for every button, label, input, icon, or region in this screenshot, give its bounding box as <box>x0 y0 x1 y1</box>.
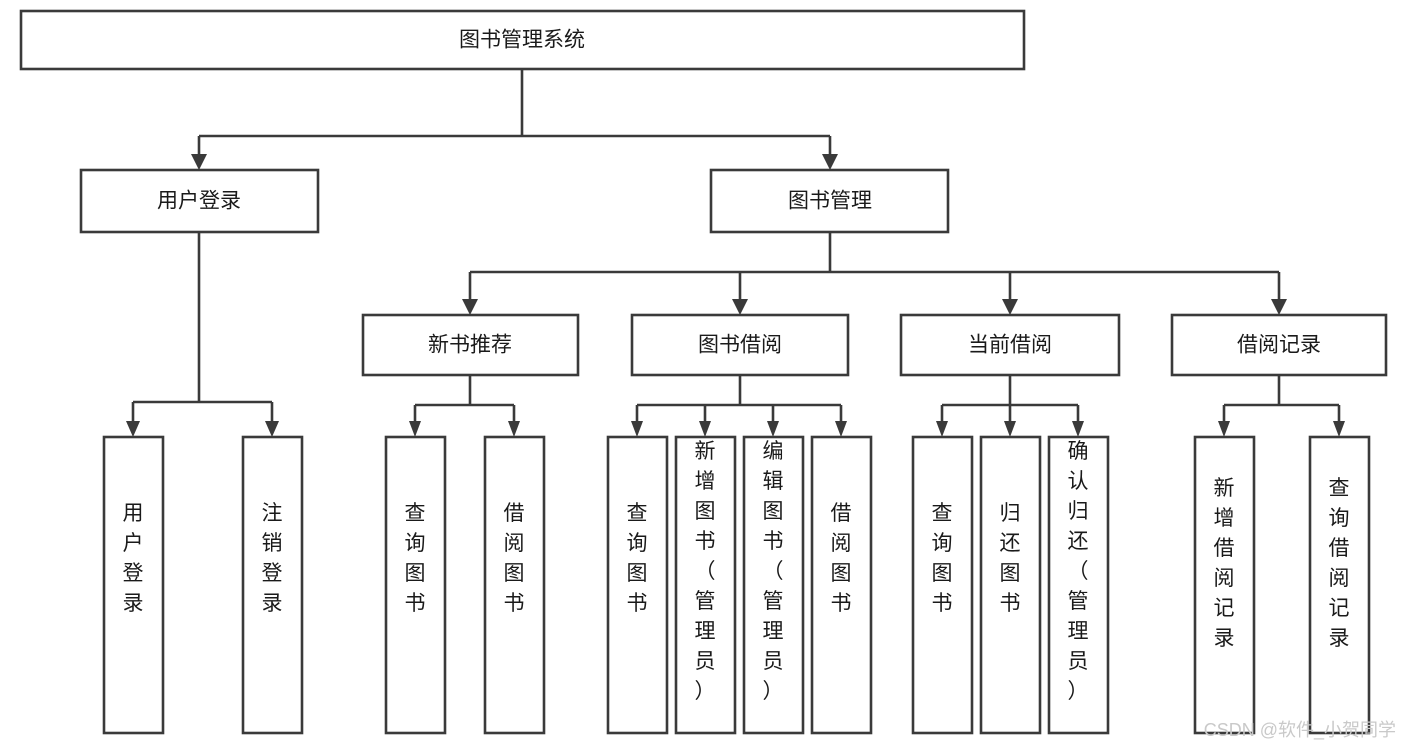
borrow-record-box[interactable] <box>1170 313 1388 377</box>
user-login-label: 用户登录 <box>157 190 241 213</box>
current-borrow-label: 当前借阅 <box>968 334 1052 357</box>
book-borrow-box[interactable] <box>630 313 850 377</box>
leaf-box-borrow-query[interactable] <box>606 435 669 735</box>
leaf-label-newbook-borrow: 借阅图书 <box>504 502 525 615</box>
node-user-login[interactable]: 用户登录 <box>79 168 320 234</box>
leaf-box-borrow-edit[interactable] <box>742 435 805 735</box>
leaf-box-newbook-query[interactable] <box>384 435 447 735</box>
node-current-borrow[interactable]: 当前借阅 <box>899 313 1121 377</box>
arrow-head-bookborrow-leaf-1 <box>631 421 643 437</box>
root-box[interactable] <box>19 9 1026 71</box>
arrow-head-current-borrow <box>1002 299 1018 315</box>
arrow-head-bookborrow-leaf-2 <box>699 421 711 437</box>
node-root-system[interactable]: 图书管理系统 <box>19 9 1026 71</box>
book-manage-label: 图书管理 <box>788 190 872 213</box>
arrow-head-currentborrow-leaf-3 <box>1072 421 1084 437</box>
leaf-box-current-return[interactable] <box>979 435 1042 735</box>
arrow-head-newbook-leaf-1 <box>409 421 421 437</box>
leaf-label-user-login: 用户登录 <box>123 502 144 615</box>
new-book-recommend-label: 新书推荐 <box>428 334 512 357</box>
leaf-node[interactable]: 查询图书 <box>911 435 974 735</box>
new-book-recommend-box[interactable] <box>361 313 580 377</box>
leaf-label-newbook-query: 查询图书 <box>405 502 426 615</box>
leaf-label-borrow-edit: 编辑图书（管理员） <box>763 440 784 703</box>
leaf-box-borrow-lend[interactable] <box>810 435 873 735</box>
arrow-head-newbook-leaf-2 <box>508 421 520 437</box>
leaf-label-current-query: 查询图书 <box>932 502 953 615</box>
connector-layer <box>126 69 1345 437</box>
arrow-head-bookborrow-leaf-3 <box>767 421 779 437</box>
leaf-label-borrow-lend: 借阅图书 <box>831 502 852 615</box>
leaf-box-current-query[interactable] <box>911 435 974 735</box>
leaf-label-record-query: 查询借阅记录 <box>1329 477 1350 650</box>
arrow-head-leaf-user-login <box>126 421 140 437</box>
arrow-head-bookborrow-leaf-4 <box>835 421 847 437</box>
book-borrow-label: 图书借阅 <box>698 334 782 357</box>
leaf-node[interactable]: 新增借阅记录 <box>1193 435 1256 735</box>
arrow-head-book-manage <box>822 154 838 170</box>
arrow-head-book-borrow <box>732 299 748 315</box>
leaf-box-logout[interactable] <box>241 435 304 735</box>
leaf-label-borrow-query: 查询图书 <box>627 502 648 615</box>
leaf-node[interactable]: 注销登录 <box>241 435 304 735</box>
leaf-label-current-return: 归还图书 <box>1000 502 1021 615</box>
node-new-book-recommend[interactable]: 新书推荐 <box>361 313 580 377</box>
user-login-box[interactable] <box>79 168 320 234</box>
arrow-head-user-login <box>191 154 207 170</box>
leaf-label-current-confirm: 确认归还（管理员） <box>1068 440 1089 703</box>
leaf-node[interactable]: 编辑图书（管理员） <box>742 435 805 735</box>
leaf-box-newbook-borrow[interactable] <box>483 435 546 735</box>
arrow-head-borrowrecord-leaf-1 <box>1218 421 1230 437</box>
leaf-label-logout: 注销登录 <box>262 502 283 615</box>
leaf-node[interactable]: 查询图书 <box>384 435 447 735</box>
leaf-node[interactable]: 借阅图书 <box>483 435 546 735</box>
node-book-borrow[interactable]: 图书借阅 <box>630 313 850 377</box>
leaf-label-borrow-add: 新增图书（管理员） <box>695 440 716 703</box>
arrow-head-currentborrow-leaf-2 <box>1004 421 1016 437</box>
csdn-watermark: CSDN @软件_小贺同学 <box>1204 720 1396 741</box>
leaf-node[interactable]: 归还图书 <box>979 435 1042 735</box>
book-manage-box[interactable] <box>709 168 950 234</box>
current-borrow-box[interactable] <box>899 313 1121 377</box>
leaf-node[interactable]: 查询图书 <box>606 435 669 735</box>
leaf-box-record-add[interactable] <box>1193 435 1256 735</box>
arrow-head-currentborrow-leaf-1 <box>936 421 948 437</box>
leaf-box-borrow-add[interactable] <box>674 435 737 735</box>
leaf-node[interactable]: 查询借阅记录 <box>1308 435 1371 735</box>
leaf-box-user-login[interactable] <box>102 435 165 735</box>
node-borrow-record[interactable]: 借阅记录 <box>1170 313 1388 377</box>
arrow-head-borrowrecord-leaf-2 <box>1333 421 1345 437</box>
leaf-label-record-add: 新增借阅记录 <box>1214 477 1235 650</box>
arrow-head-leaf-logout <box>265 421 279 437</box>
leaf-node[interactable]: 用户登录 <box>102 435 165 735</box>
leaf-node[interactable]: 新增图书（管理员） <box>674 435 737 735</box>
leaf-box-current-confirm[interactable] <box>1047 435 1110 735</box>
leaf-box-record-query[interactable] <box>1308 435 1371 735</box>
node-book-manage[interactable]: 图书管理 <box>709 168 950 234</box>
leaf-node[interactable]: 确认归还（管理员） <box>1047 435 1110 735</box>
root-label: 图书管理系统 <box>459 29 585 52</box>
arrow-head-new-book <box>462 299 478 315</box>
leaf-node[interactable]: 借阅图书 <box>810 435 873 735</box>
borrow-record-label: 借阅记录 <box>1237 334 1321 357</box>
arrow-head-borrow-record <box>1271 299 1287 315</box>
